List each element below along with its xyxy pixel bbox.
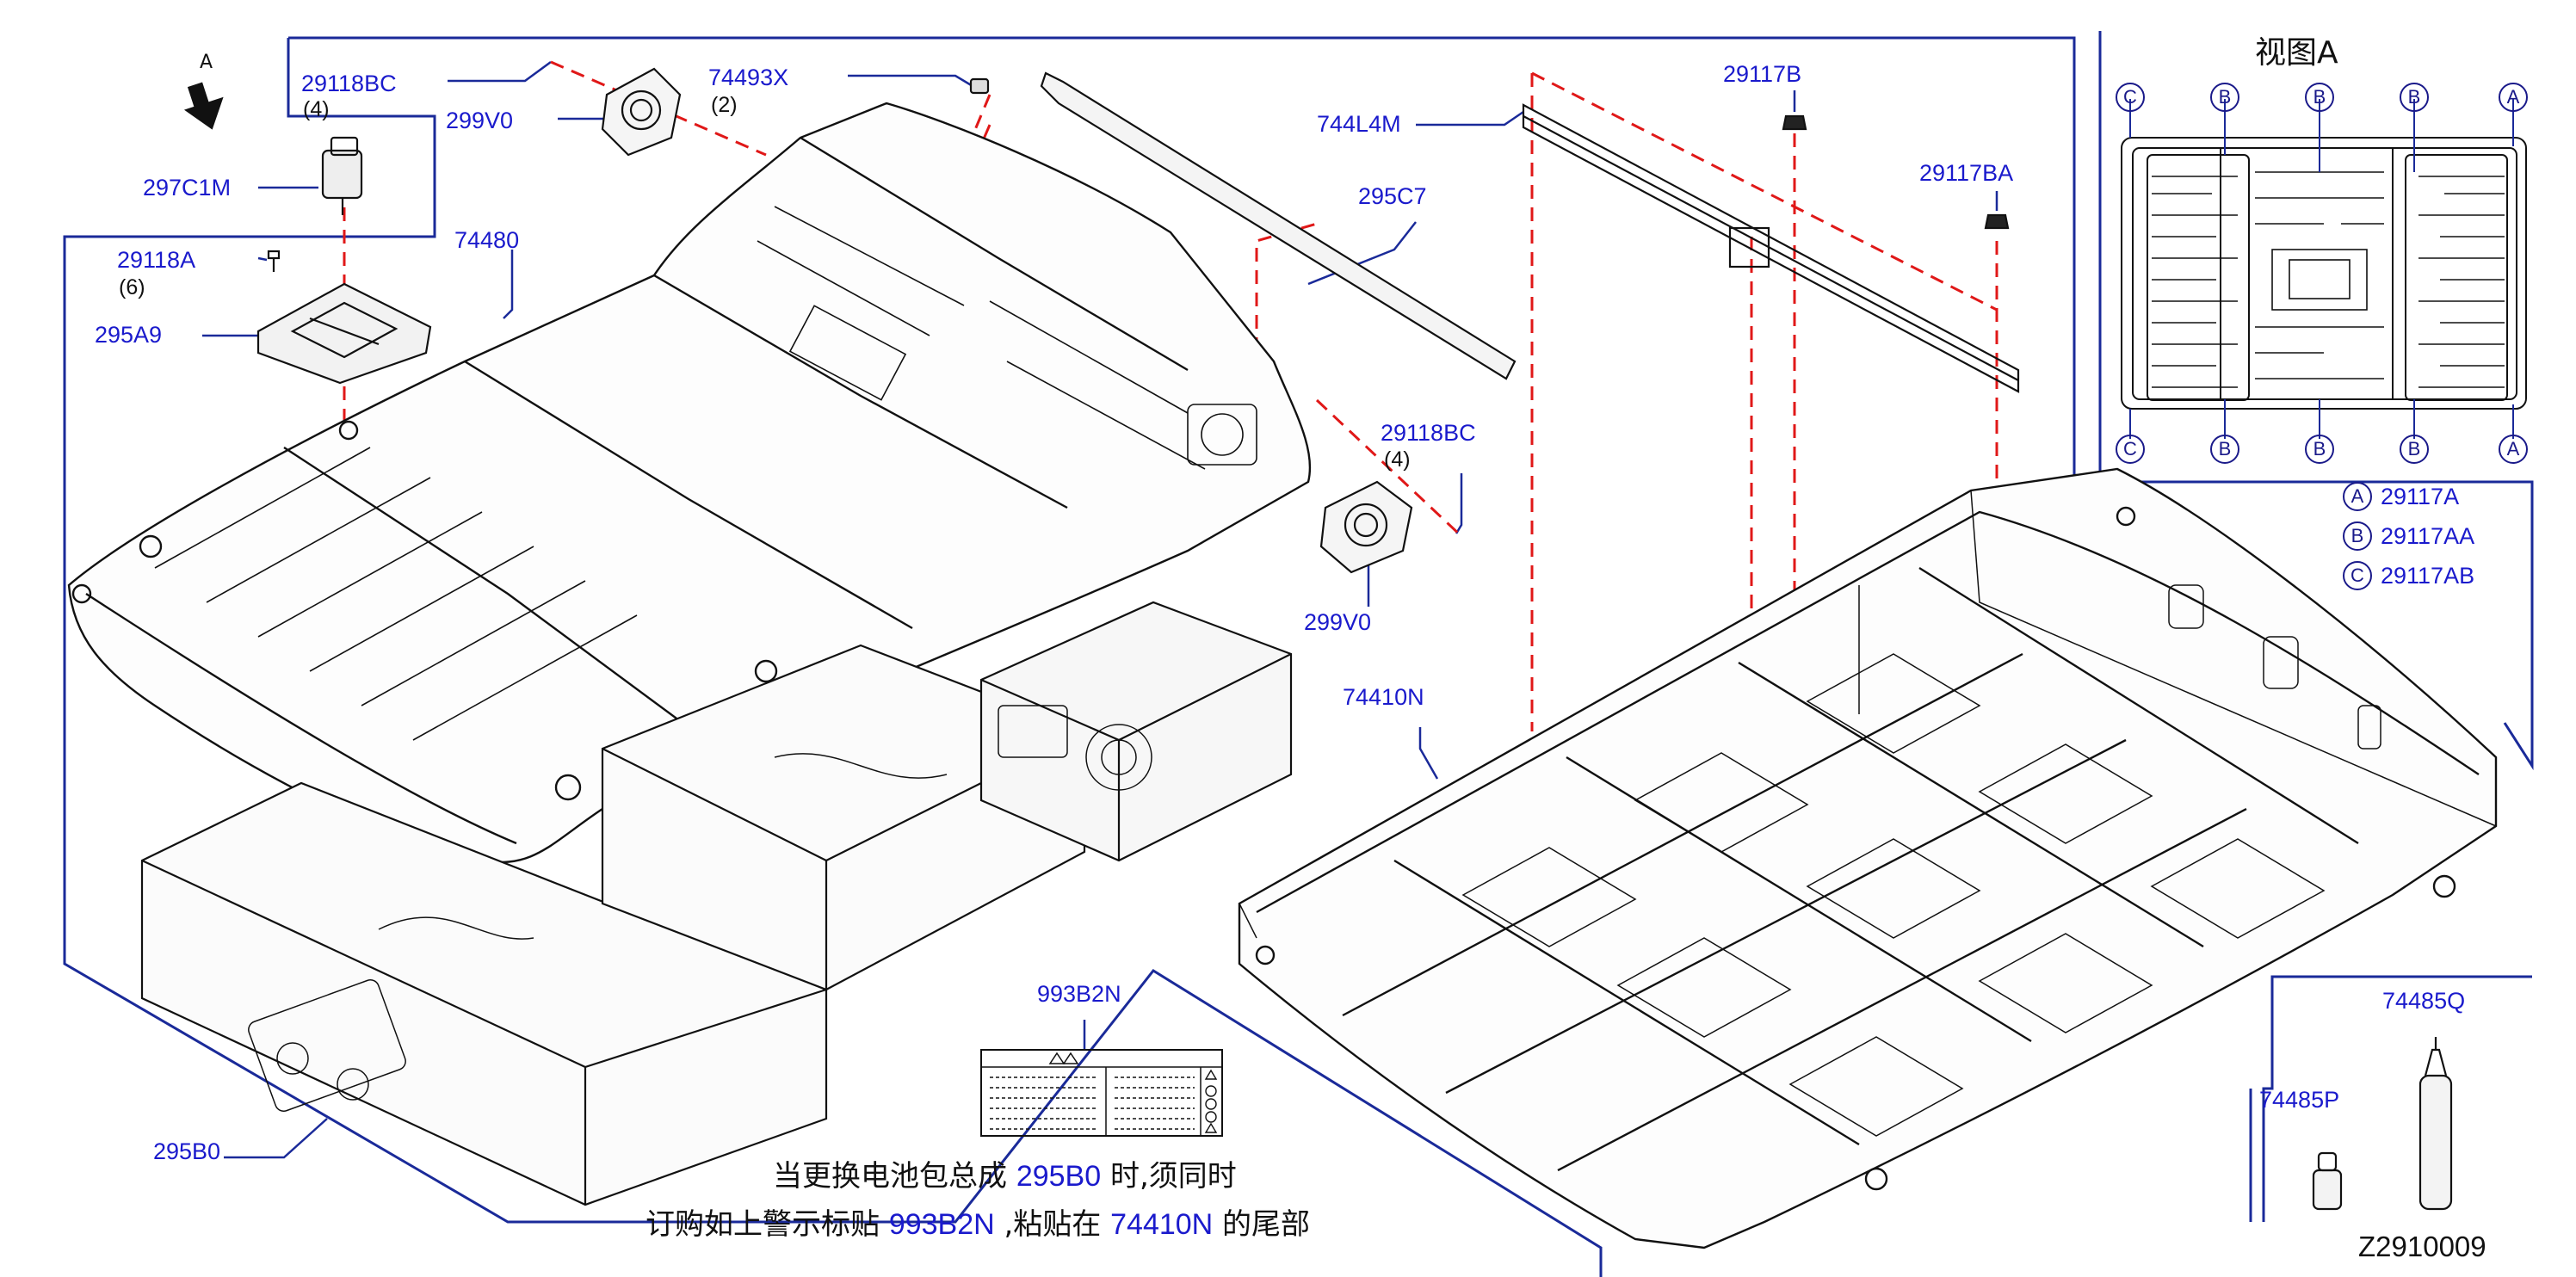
note-line2-part2[interactable]: 74410N — [1110, 1208, 1214, 1241]
part-299V0-top — [601, 67, 682, 157]
part-label-74493X[interactable]: 74493X — [708, 65, 789, 90]
part-74485P — [2312, 1151, 2343, 1211]
part-label-74485P[interactable]: 74485P — [2259, 1087, 2340, 1113]
part-74493X — [969, 77, 990, 95]
part-qty-74493X: (2) — [711, 93, 738, 117]
leader-lines — [202, 60, 1998, 1159]
part-297C1M — [321, 136, 363, 215]
part-295C7 — [1040, 71, 1517, 380]
view-a-ref-bottom-5: A — [2499, 435, 2528, 464]
part-label-74410N[interactable]: 74410N — [1343, 684, 1424, 710]
view-a-ref-top-5: A — [2499, 83, 2528, 112]
view-direction-label: A — [200, 52, 213, 73]
replacement-note-line-2: 订购如上警示标贴 993B2N ,粘贴在 74410N 的尾部 — [646, 1210, 1310, 1239]
sealant-bottles — [2312, 1037, 2453, 1211]
part-label-299V0-top[interactable]: 299V0 — [446, 108, 514, 133]
legend-part-b: 29117AA — [2381, 522, 2475, 549]
note-line2-pre: 订购如上警示标贴 — [646, 1207, 880, 1242]
part-29118A — [267, 250, 281, 272]
view-a-ref-top-2: B — [2210, 83, 2239, 112]
part-299V0-mid — [1319, 480, 1413, 574]
part-label-29118BC-mid[interactable]: 29118BC — [1381, 420, 1476, 446]
part-label-74485Q[interactable]: 74485Q — [2382, 988, 2466, 1014]
part-qty-29118BC-top: (4) — [303, 97, 330, 121]
view-direction-arrow — [183, 82, 224, 130]
part-29117B — [1782, 114, 1807, 131]
view-a-ref-top-4: B — [2400, 83, 2429, 112]
view-a-title: 视图A — [2255, 35, 2338, 71]
part-label-299V0-mid[interactable]: 299V0 — [1304, 609, 1372, 635]
part-744L4M — [1522, 103, 2020, 393]
legend-row-a: A 29117A — [2343, 482, 2459, 511]
view-a-ref-bottom-3: B — [2305, 435, 2334, 464]
view-a-ref-top-1: C — [2116, 83, 2145, 112]
lower-tray-74410N — [1238, 467, 2498, 1249]
note-line2-part1[interactable]: 993B2N — [888, 1208, 995, 1241]
part-295A9 — [256, 282, 432, 385]
view-a-ref-bottom-4: B — [2400, 435, 2429, 464]
part-29117BA — [1984, 213, 2010, 230]
note-line2-post: 的尾部 — [1222, 1207, 1311, 1242]
note-line1-part[interactable]: 295B0 — [1016, 1160, 1102, 1193]
legend-row-b: B 29117AA — [2343, 521, 2474, 551]
view-a-ref-bottom-1: C — [2116, 435, 2145, 464]
part-label-29117BA[interactable]: 29117BA — [1919, 160, 2014, 186]
part-label-74480[interactable]: 74480 — [454, 227, 520, 253]
part-label-295C7[interactable]: 295C7 — [1358, 183, 1427, 209]
view-a-ref-top-3: B — [2305, 83, 2334, 112]
part-label-295B0[interactable]: 295B0 — [153, 1138, 221, 1164]
legend-part-a: 29117A — [2381, 483, 2460, 509]
part-label-297C1M[interactable]: 297C1M — [143, 175, 232, 200]
diagram-id: Z2910009 — [2358, 1231, 2486, 1262]
legend-ref-b: B — [2343, 521, 2372, 551]
legend-ref-c: C — [2343, 561, 2372, 590]
part-label-295A9[interactable]: 295A9 — [95, 322, 163, 348]
replacement-note-line-1: 当更换电池包总成 295B0 时,须同时 — [773, 1162, 1237, 1191]
small-parts-line-art — [256, 67, 2020, 574]
battery-pack-295B0 — [140, 601, 1293, 1206]
part-label-29118BC-top[interactable]: 29118BC — [301, 71, 397, 96]
legend-row-c: C 29117AB — [2343, 561, 2474, 590]
part-74485Q — [2418, 1037, 2453, 1211]
part-qty-29118BC-mid: (4) — [1384, 447, 1411, 472]
legend-part-c: 29117AB — [2381, 562, 2475, 589]
note-line2-mid: ,粘贴在 — [1004, 1207, 1102, 1242]
warning-label-993B2N — [980, 1049, 1223, 1137]
part-label-744L4M[interactable]: 744L4M — [1317, 111, 1401, 137]
note-line1-post: 时,须同时 — [1109, 1159, 1237, 1194]
part-label-29118A[interactable]: 29118A — [117, 247, 196, 273]
view-a-drawing — [2121, 99, 2527, 439]
part-qty-29118A: (6) — [119, 275, 145, 299]
legend-ref-a: A — [2343, 482, 2372, 511]
part-label-993B2N[interactable]: 993B2N — [1037, 981, 1121, 1007]
part-label-29117B[interactable]: 29117B — [1723, 61, 1802, 87]
note-line1-pre: 当更换电池包总成 — [773, 1159, 1007, 1194]
view-a-ref-bottom-2: B — [2210, 435, 2239, 464]
